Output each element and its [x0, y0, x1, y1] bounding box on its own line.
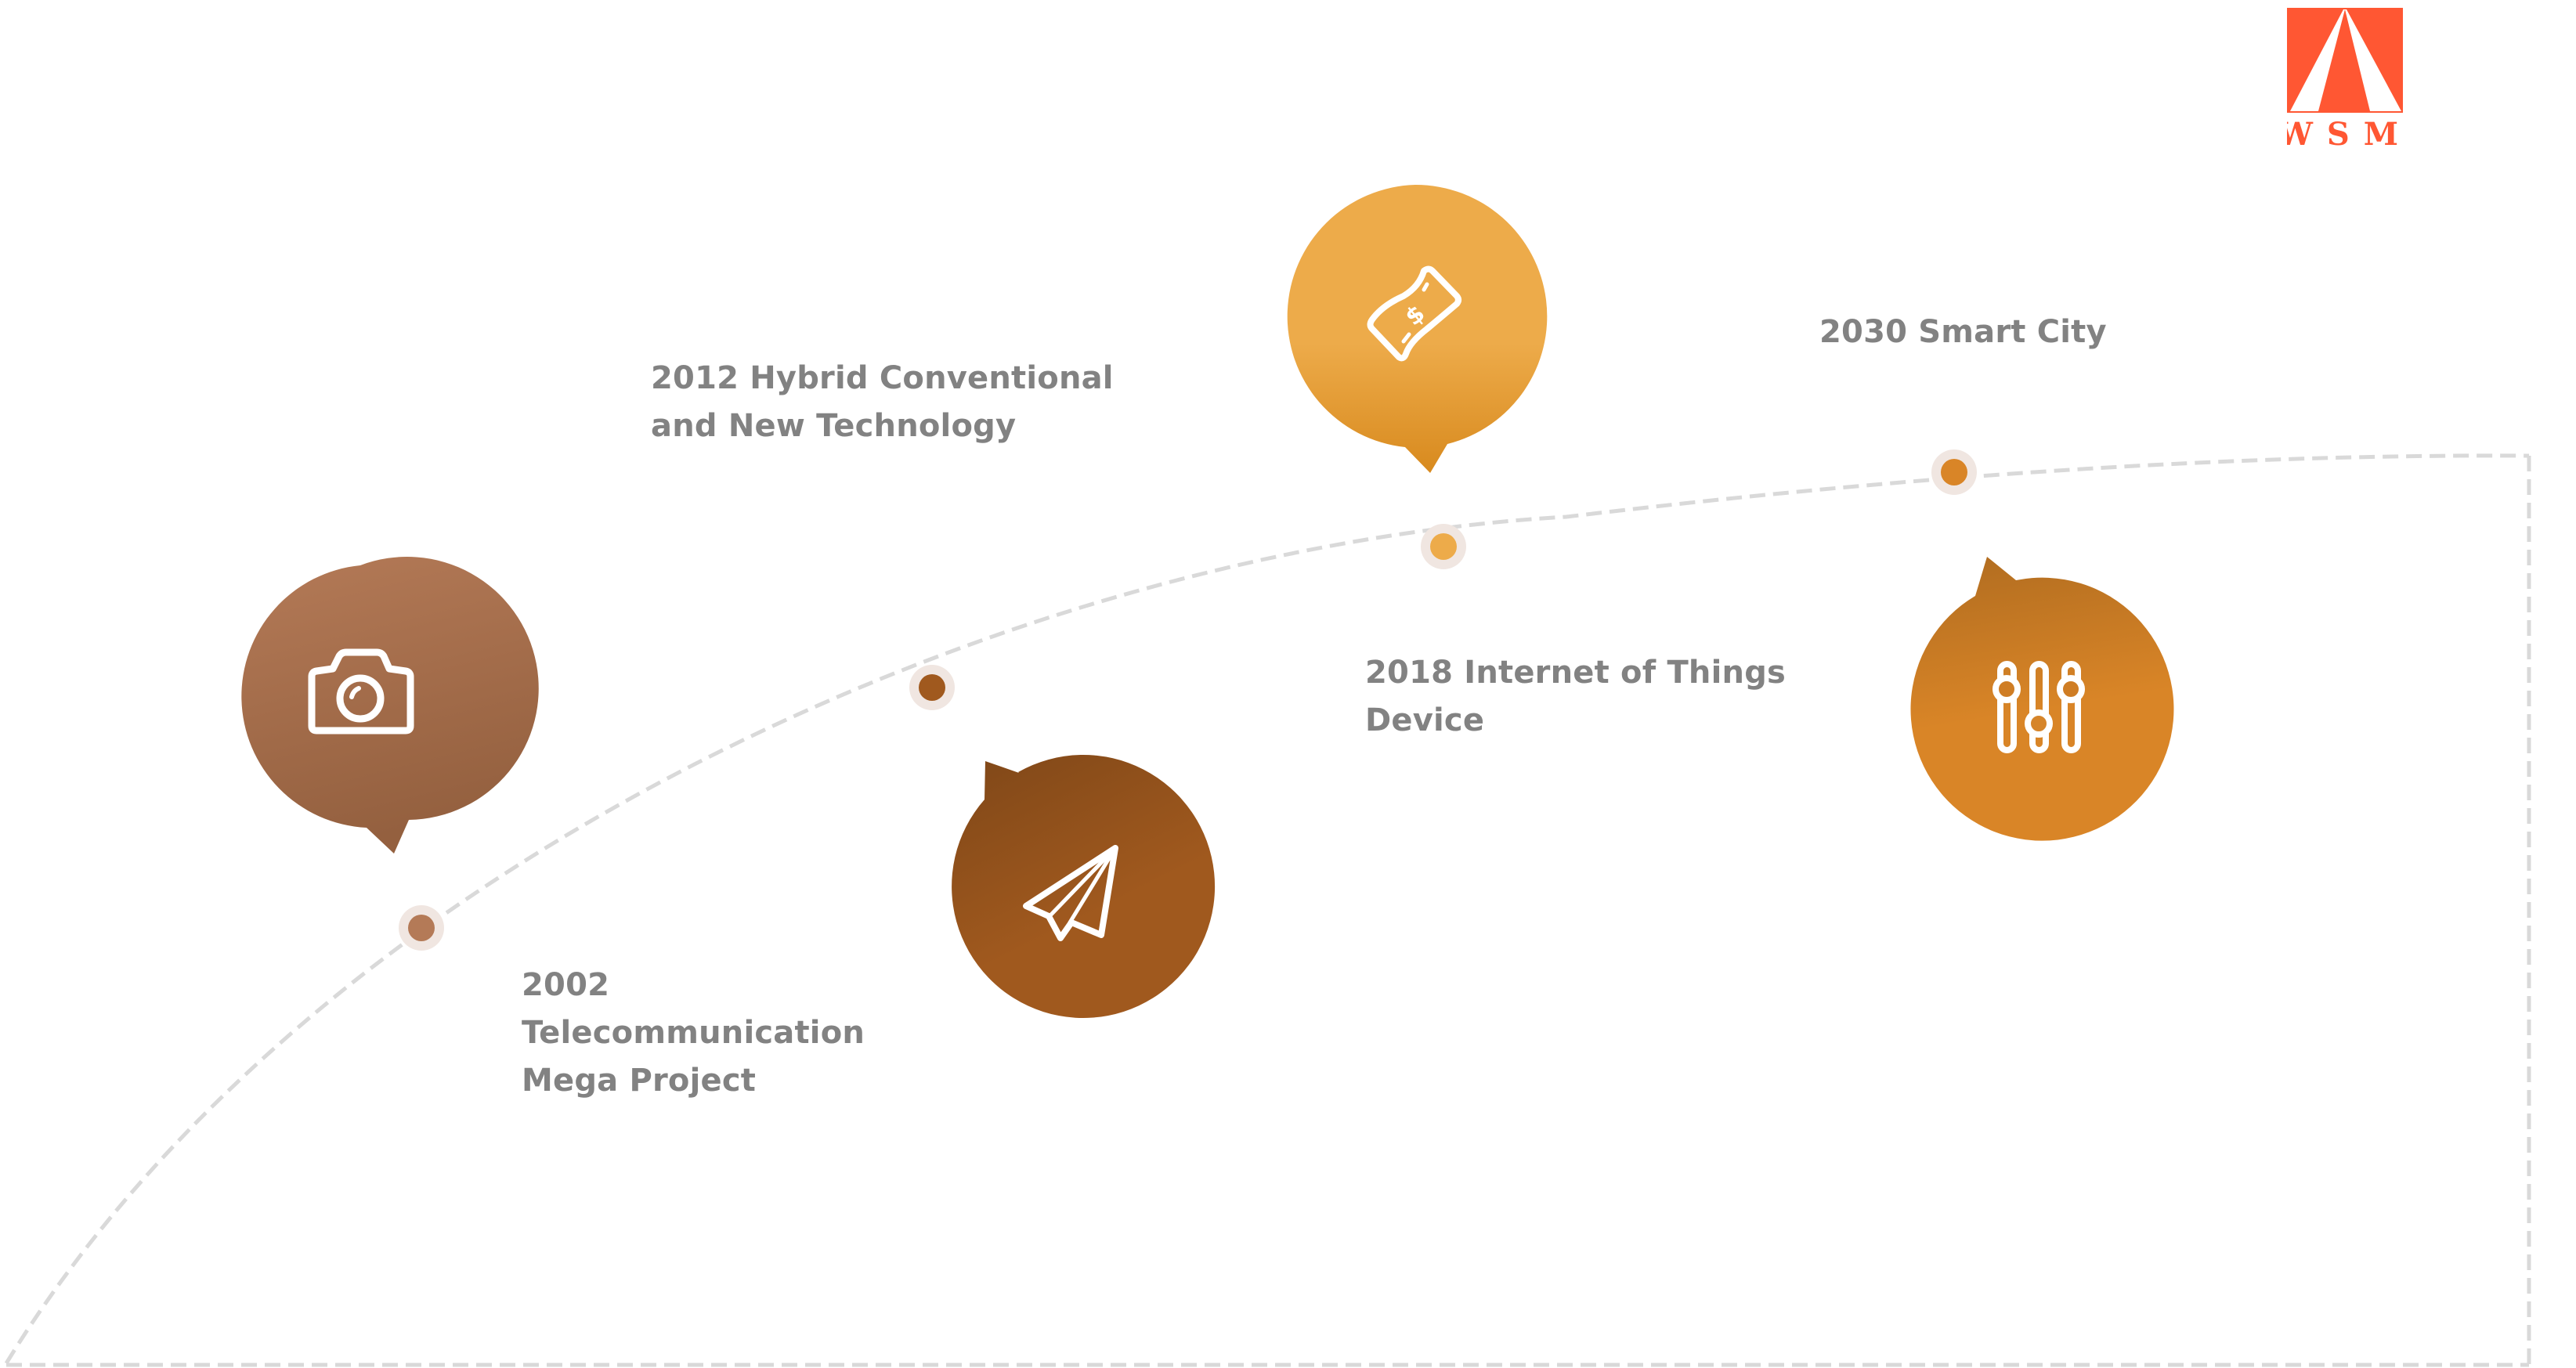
- sliders-icon: [1993, 661, 2085, 753]
- label-line: Mega Project: [522, 1063, 757, 1099]
- milestone-bubble-2012: [952, 755, 1216, 1019]
- label-line: and New Technology: [651, 408, 1017, 444]
- timeline-dot-2012[interactable]: [909, 665, 955, 710]
- logo-triangle-left: [2290, 9, 2345, 111]
- label-line: 2002: [522, 967, 610, 1003]
- wsm-logo: WSM: [2287, 8, 2403, 146]
- milestone-label-2012: 2012 Hybrid Conventional and New Technol…: [651, 355, 1114, 450]
- dot-core: [408, 915, 435, 941]
- timeline-dot-2002[interactable]: [399, 905, 444, 951]
- bubble-shape: [1287, 184, 1548, 473]
- bubble-shape: [952, 755, 1216, 1019]
- label-line: Telecommunication: [522, 1015, 865, 1051]
- milestone-bubble-2030: [1910, 557, 2174, 841]
- paper-plane-icon: [1023, 845, 1118, 941]
- milestone-bubble-2018: $: [1287, 184, 1548, 473]
- label-line: 2030 Smart City: [1819, 314, 2107, 350]
- milestone-label-2018: 2018 Internet of Things Device: [1365, 649, 1786, 745]
- timeline-dot-2030[interactable]: [1931, 449, 1977, 495]
- logo-text: WSM: [2287, 116, 2403, 146]
- bubble-shape: [241, 557, 539, 854]
- milestone-label-2030: 2030 Smart City: [1819, 309, 2107, 356]
- label-line: 2012 Hybrid Conventional: [651, 360, 1114, 396]
- label-line: 2018 Internet of Things: [1365, 655, 1787, 691]
- dot-core: [919, 674, 945, 701]
- logo-triangle-right: [2345, 9, 2401, 111]
- milestone-label-2002: 2002 Telecommunication Mega Project: [522, 962, 865, 1105]
- dot-core: [1430, 533, 1457, 560]
- milestone-bubble-2002: [241, 557, 539, 854]
- label-line: Device: [1365, 702, 1485, 738]
- dot-core: [1941, 459, 1967, 485]
- bubble-shape: [1910, 557, 2174, 841]
- camera-icon: [308, 648, 414, 735]
- timeline-curve: [4, 453, 2530, 1365]
- timeline-dot-2018[interactable]: [1421, 524, 1466, 569]
